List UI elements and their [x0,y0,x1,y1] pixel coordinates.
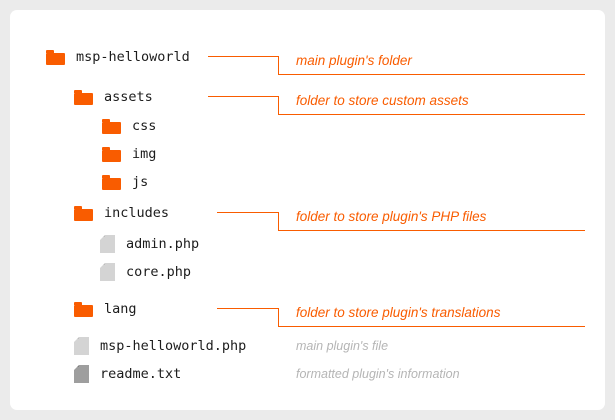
tree-row-label: img [132,146,157,162]
tree-row-js: js [102,171,148,193]
folder-icon [46,49,65,65]
tree-row-label: includes [104,205,170,221]
folder-icon [74,301,93,317]
leader-line-horizontal [208,96,278,97]
callout-label-php-files: folder to store plugin's PHP files [296,209,487,224]
tree-row-label: assets [104,89,153,105]
leader-line-underline [278,114,585,115]
leader-line-vertical [278,212,279,230]
leader-line-vertical [278,96,279,114]
leader-line-horizontal [217,308,278,309]
tree-row-label: readme.txt [100,366,182,382]
file-icon [100,235,115,253]
tree-row-includes: includes [74,202,169,224]
leader-line-underline [278,230,585,231]
tree-row-lang: lang [74,298,137,320]
folder-icon [74,89,93,105]
leader-line-underline [278,326,585,327]
leader-line-horizontal [208,56,278,57]
folder-icon [102,146,121,162]
folder-icon [74,205,93,221]
tree-row-readme-txt: readme.txt [74,363,181,385]
note-label-main-plugin-file: main plugin's file [296,339,389,353]
tree-row-img: img [102,143,156,165]
folder-icon [102,118,121,134]
tree-row-label: msp-helloworld.php [100,338,247,354]
tree-row-label: admin.php [126,236,200,252]
callout-label-translations: folder to store plugin's translations [296,305,501,320]
tree-row-label: core.php [126,264,192,280]
tree-row-assets: assets [74,86,153,108]
tree-row-css: css [102,115,156,137]
file-icon [74,365,89,383]
folder-icon [102,174,121,190]
tree-row-label: lang [104,301,137,317]
tree-row-core-php: core.php [100,261,191,283]
leader-line-vertical [278,308,279,326]
tree-row-msp-helloworld-php: msp-helloworld.php [74,335,246,357]
tree-row-label: msp-helloworld [76,49,190,65]
file-icon [100,263,115,281]
tree-row-msp-helloworld: msp-helloworld [46,46,190,68]
tree-row-label: js [132,174,149,190]
file-icon [74,337,89,355]
leader-line-underline [278,74,585,75]
callout-label-main-plugin-folder: main plugin's folder [296,53,412,68]
tree-row-label: css [132,118,157,134]
leader-line-vertical [278,56,279,74]
tree-row-admin-php: admin.php [100,233,199,255]
leader-line-horizontal [217,212,278,213]
callout-label-custom-assets: folder to store custom assets [296,93,469,108]
diagram-card: msp-helloworld assets css img js include… [10,10,605,410]
note-label-plugin-information: formatted plugin's information [296,367,460,381]
